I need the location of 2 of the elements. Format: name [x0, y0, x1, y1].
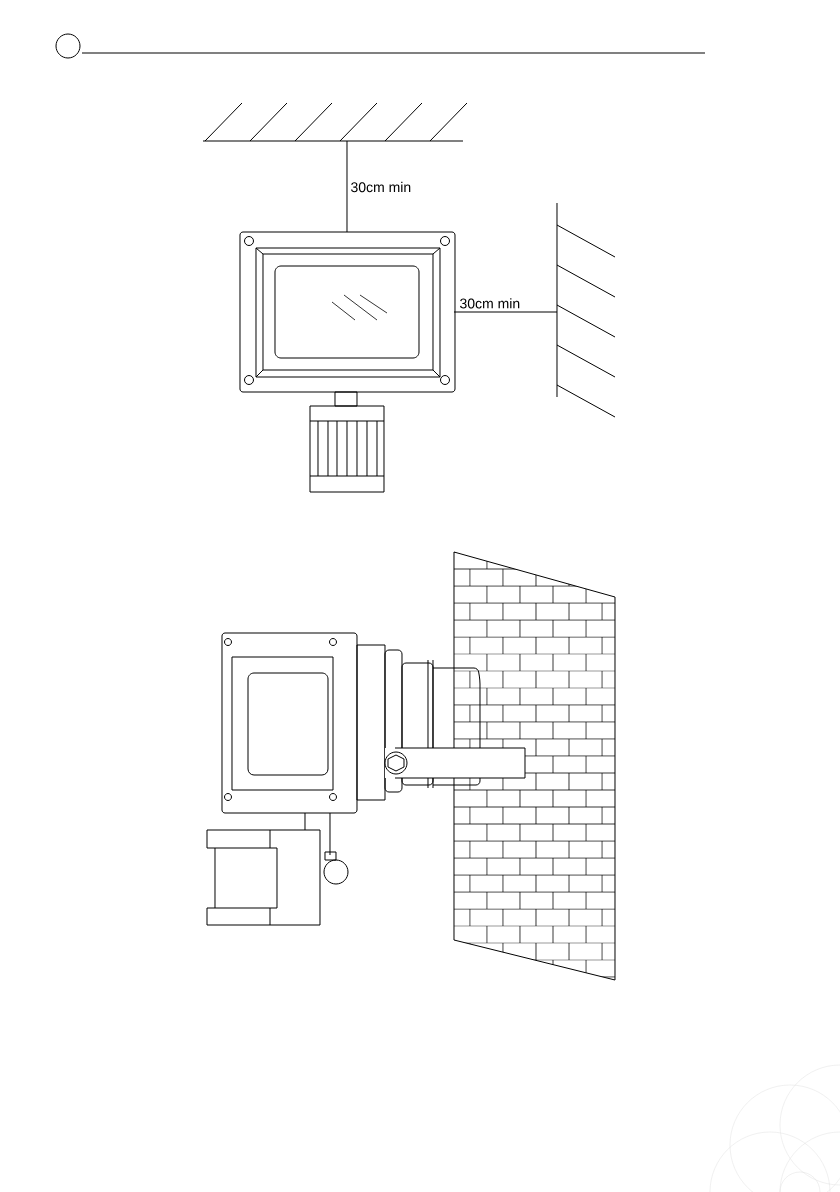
dimension-label: 30cm min	[460, 298, 520, 309]
dimension-label: 30cm min	[351, 181, 411, 193]
